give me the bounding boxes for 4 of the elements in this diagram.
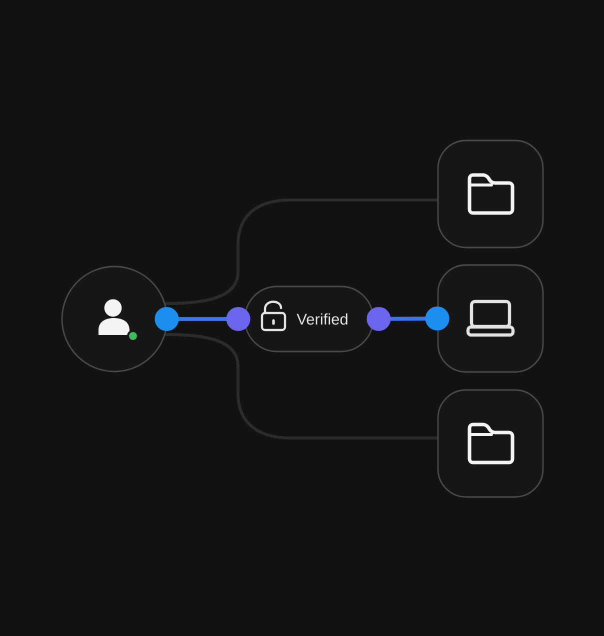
connector: [154, 307, 250, 331]
connector: [165, 198, 438, 305]
connector: [366, 306, 450, 331]
connector: [165, 333, 438, 440]
